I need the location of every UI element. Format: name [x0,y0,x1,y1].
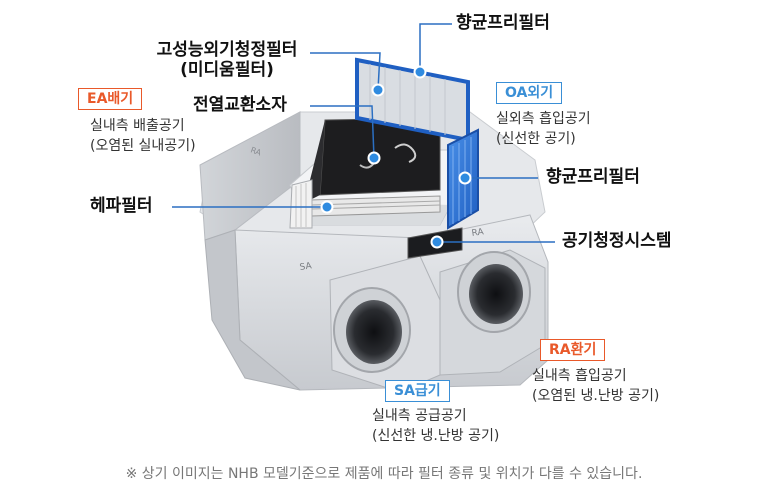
desc-sa-line2: (신선한 냉.난방 공기) [372,428,500,445]
hepa-filter-body [289,179,313,229]
desc-ea-line1: 실내측 배출공기 [90,118,185,134]
label-air-clean-system: 공기청정시스템 [562,231,672,251]
label-medium-filter-line1: 고성능외기청정필터 [156,40,298,60]
desc-ra: 실내측 흡입공기 (오염된 냉.난방 공기) [532,366,659,407]
label-prefilter-top: 향균프리필터 [456,13,550,33]
desc-sa-line1: 실내측 공급공기 [372,408,467,424]
footnote: ※ 상기 이미지는 NHB 모델기준으로 제품에 따라 필터 종류 및 위치가 … [125,466,643,482]
desc-oa-line2: (신선한 공기) [496,131,576,148]
callout-markers [320,65,472,249]
label-medium-filter: 고성능외기청정필터 (미디움필터) [142,40,312,81]
desc-ra-line1: 실내측 흡입공기 [532,368,627,384]
label-medium-filter-line2: (미디움필터) [180,60,274,81]
label-hepa-filter: 헤파필터 [90,196,153,216]
label-prefilter-right: 향균프리필터 [546,167,640,187]
desc-ea: 실내측 배출공기 (오염된 실내공기) [90,116,196,157]
sa-duct-opening [333,287,411,373]
ra-duct-opening [457,251,531,333]
device-mark-sa: SA [299,261,313,273]
tag-oa: OA외기 [496,82,563,105]
desc-oa: 실외측 흡입공기 (신선한 공기) [496,109,591,150]
tag-ea: EA배기 [78,88,143,111]
desc-oa-line1: 실외측 흡입공기 [496,111,591,127]
tag-ra: RA환기 [540,339,606,362]
desc-ra-line2: (오염된 냉.난방 공기) [532,388,660,405]
device-mark-ra: RA [471,227,485,239]
label-heat-exchanger: 전열교환소자 [193,95,287,115]
desc-sa: 실내측 공급공기 (신선한 냉.난방 공기) [372,406,499,447]
desc-ea-line2: (오염된 실내공기) [90,138,196,155]
leader-lines [172,23,555,243]
tag-sa: SA급기 [385,380,450,403]
device-mark-top: RA [249,145,263,157]
